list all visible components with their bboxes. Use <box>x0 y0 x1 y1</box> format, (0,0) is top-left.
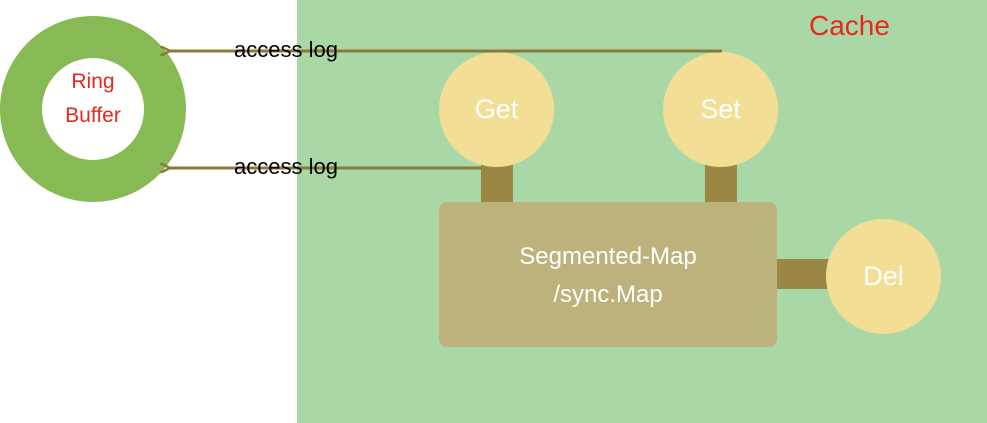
ring-buffer-hole <box>42 58 144 160</box>
set-connector <box>705 160 737 204</box>
ring-buffer: Ring Buffer <box>0 16 186 202</box>
top-access-log-label: access log <box>234 37 338 62</box>
map-label-line2: /sync.Map <box>553 281 663 308</box>
cache-label: Cache <box>809 10 890 41</box>
ring-buffer-label: Ring Buffer <box>0 65 186 133</box>
get-node-label: Get <box>474 94 519 124</box>
set-node: Set <box>663 52 778 167</box>
segmented-map-box: Segmented-Map /sync.Map <box>439 202 777 347</box>
bottom-access-log-label: access log <box>234 154 338 179</box>
set-node-label: Set <box>700 94 741 124</box>
ring-buffer-label-line2: Buffer <box>65 104 121 127</box>
del-connector <box>776 259 832 289</box>
get-connector <box>481 160 513 204</box>
map-label-line1: Segmented-Map <box>519 243 697 270</box>
ring-buffer-label-line1: Ring <box>71 70 115 93</box>
get-node: Get <box>439 52 554 167</box>
del-node-label: Del <box>863 261 904 291</box>
del-node: Del <box>826 219 941 334</box>
